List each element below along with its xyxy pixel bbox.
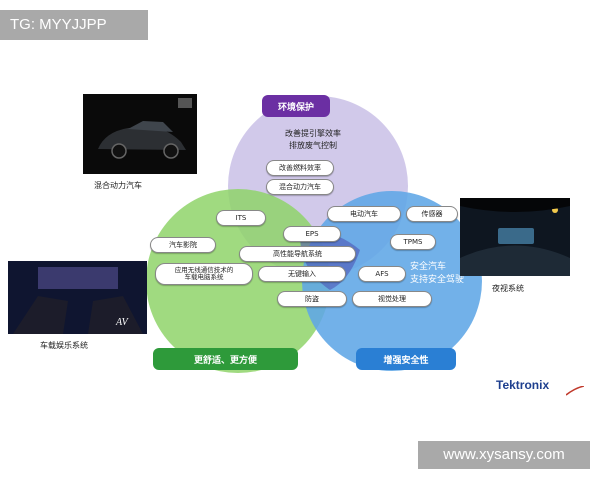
pill-car-video: 汽车影院 (150, 237, 216, 253)
pill-afs: AFS (358, 266, 406, 282)
safety-line-1: 安全汽车 (410, 262, 447, 272)
environment-text: 改善提引擎效率 排放废气控制 (285, 128, 341, 151)
environment-label: 环境保护 (262, 95, 330, 117)
night-vision-photo (460, 198, 570, 276)
logo-swoosh-icon (566, 386, 584, 396)
pill-its: ITS (216, 210, 266, 226)
entertainment-image: AV (8, 261, 147, 334)
tektronix-logo: Tektronix (496, 378, 550, 392)
safety-line-2: 支持安全驾驶 (410, 275, 465, 286)
pill-hybrid: 混合动力汽车 (266, 179, 334, 195)
pill-vision: 视觉处理 (352, 291, 432, 307)
pill-sensor: 传感器 (406, 206, 458, 222)
pill-eps: EPS (283, 226, 341, 242)
environment-line-2: 排放废气控制 (289, 140, 337, 150)
pill-electric-car: 电动汽车 (327, 206, 401, 222)
environment-line-1: 改善提引擎效率 (285, 129, 341, 138)
pill-wireless-line-1: 应用无线通信技术的 (174, 265, 234, 274)
svg-text:AV: AV (115, 317, 130, 328)
hybrid-car-caption: 混合动力汽车 (94, 181, 142, 190)
hybrid-car-photo (83, 94, 197, 174)
hybrid-car-image (83, 94, 197, 174)
pill-navigation: 高性能导航系统 (239, 246, 356, 262)
pill-antitheft: 防盗 (277, 291, 347, 307)
safety-label: 增强安全性 (356, 348, 456, 370)
watermark: www.xysansy.com (418, 441, 590, 469)
night-vision-caption: 夜视系统 (492, 284, 524, 293)
source-tag: TG: MYYJJPP (0, 10, 148, 40)
pill-fuel-efficiency: 改善燃料效率 (266, 160, 334, 176)
pill-tpms: TPMS (390, 234, 436, 250)
pill-wireless: 应用无线通信技术的 车载电脑系统 (155, 263, 253, 285)
comfort-label: 更舒适、更方便 (153, 348, 298, 370)
entertainment-photo: AV (8, 261, 147, 334)
entertainment-caption: 车载娱乐系统 (40, 341, 88, 350)
night-vision-image (460, 198, 570, 276)
pill-keyless: 无键输入 (258, 266, 346, 282)
safety-text: 安全汽车 支持安全驾驶 (410, 261, 464, 287)
pill-wireless-line-2: 车载电脑系统 (184, 273, 224, 281)
